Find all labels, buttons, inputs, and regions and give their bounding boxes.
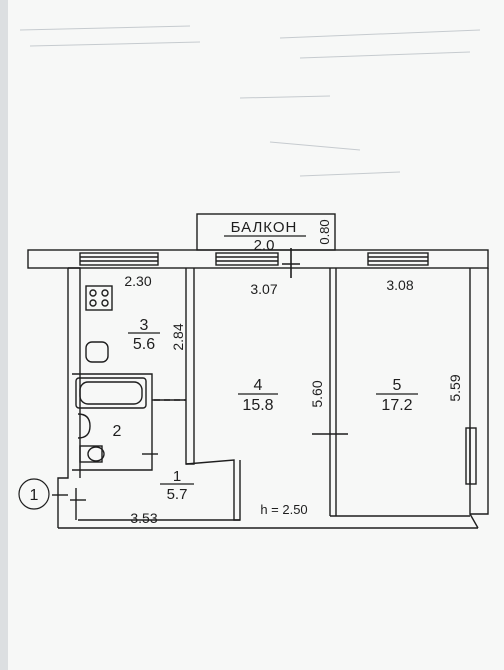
room-3-number: 3 <box>140 317 149 334</box>
balcony-label: БАЛКОН <box>231 219 298 236</box>
balcony-area: 2.0 <box>254 237 275 254</box>
right-wall <box>469 268 489 515</box>
sink-icon <box>77 413 91 439</box>
room4-length-label: 5.60 <box>309 380 325 407</box>
room-1-number: 1 <box>173 468 181 485</box>
bathtub-icon <box>75 377 147 409</box>
entrance-marker-circle <box>18 478 50 510</box>
toilet-icon <box>79 445 105 463</box>
bottom-wall <box>58 513 479 529</box>
room-4-number: 4 <box>254 377 263 394</box>
hall-width-label: 3.53 <box>130 510 157 526</box>
room4-width-label: 3.07 <box>250 281 277 297</box>
room4-inner-wall <box>185 459 241 521</box>
stove-icon <box>85 285 113 311</box>
room5-length-label: 5.59 <box>447 374 463 401</box>
room-4-area: 15.8 <box>242 397 273 414</box>
kitchen-width-label: 2.30 <box>124 273 151 289</box>
top-windows <box>79 252 429 266</box>
top-wall <box>27 249 489 269</box>
entrance-marker-number: 1 <box>30 487 39 504</box>
paper-sheet <box>8 0 504 670</box>
room-5-area: 17.2 <box>381 397 412 414</box>
faint-background-text <box>19 25 481 177</box>
room-1-area: 5.7 <box>167 486 188 503</box>
ceiling-height-label: h = 2.50 <box>260 502 307 517</box>
room4-room5-partition <box>329 268 337 516</box>
room5-width-label: 3.08 <box>386 277 413 293</box>
kitchen-length-label: 2.84 <box>170 323 186 350</box>
kitchen-sink-icon <box>85 341 109 363</box>
right-window <box>465 427 477 485</box>
room-2-number: 2 <box>113 423 122 440</box>
room-3-area: 5.6 <box>133 336 155 353</box>
room-5-number: 5 <box>393 377 402 394</box>
balcony-depth: 0.80 <box>317 219 332 244</box>
